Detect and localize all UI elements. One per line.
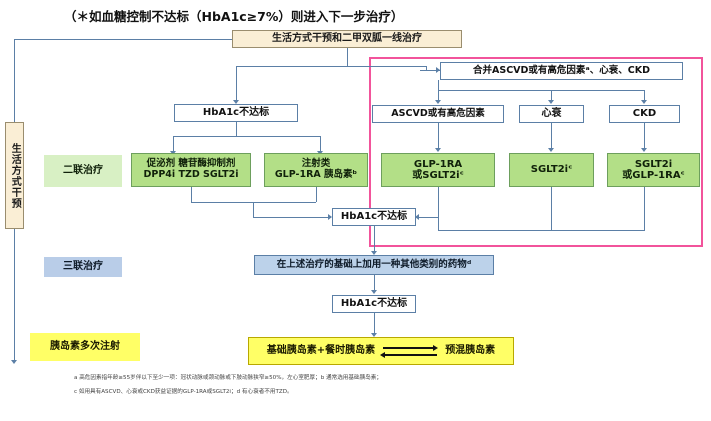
dual-inject-line-1: 注射类: [301, 158, 331, 170]
hba1c-not-at-target-mid[interactable]: HbA1c不达标: [332, 208, 416, 226]
arrow-branch-ascvd: [435, 100, 441, 104]
connector-split-horizontal: [236, 66, 426, 67]
insulin-basal-bolus-label: 基础胰岛素+餐时胰岛素: [266, 345, 376, 357]
dual-oral-line-2: DPP4i TZD SGLT2i: [143, 169, 239, 180]
dual-oral-drugs-box[interactable]: 促泌剂 糖苷酶抑制剂 DPP4i TZD SGLT2i: [131, 153, 251, 187]
connector-inject-down: [316, 187, 317, 202]
connector-hf-down: [551, 187, 552, 230]
insulin-premix-label: 预混胰岛素: [445, 345, 496, 357]
arrow-to-insulin: [371, 333, 377, 337]
drug-ckd-line-2: 或GLP-1RAᶜ: [622, 170, 685, 181]
connector-oral-down: [191, 187, 192, 202]
arrow-comorbid: [436, 67, 440, 73]
connector-hf-drug: [551, 123, 552, 150]
connector-ascvd-drug: [438, 123, 439, 150]
connector-dual-inject: [320, 136, 321, 153]
connector-dual-join-down: [253, 202, 254, 217]
arrow-left-spine-end: [11, 360, 17, 364]
bidirectional-arrow-icon: [375, 342, 445, 360]
connector-to-hba1c-left: [236, 66, 237, 102]
drug-ascvd-line-1: GLP-1RA: [413, 158, 463, 170]
footnote-line-1: a 高危因素指年龄≥55岁伴以下至少一项：冠状动脉或颈动脉或下肢动脉狭窄≥50%…: [74, 375, 382, 381]
lifestyle-intervention-sidebar[interactable]: 生活方式干预: [5, 122, 24, 229]
triple-therapy-label: 三联治疗: [44, 257, 122, 277]
branch-ascvd-box[interactable]: ASCVD或有高危因素: [372, 105, 504, 123]
drug-ascvd-box[interactable]: GLP-1RA 或SGLT2iᶜ: [381, 153, 495, 187]
dual-oral-line-1: 促泌剂 糖苷酶抑制剂: [146, 158, 236, 170]
connector-ckd-drug: [644, 123, 645, 150]
connector-hba1c-bottom-down: [374, 313, 375, 335]
connector-left-spine-bottom: [14, 229, 15, 362]
drug-ckd-line-1: SGLT2i: [634, 158, 673, 170]
arrow-branch-hf: [548, 100, 554, 104]
arrow-ascvd-drug: [435, 148, 441, 152]
arrow-to-triple: [371, 251, 377, 255]
first-line-therapy-box[interactable]: 生活方式干预和二甲双胍一线治疗: [232, 30, 462, 48]
connector-firstline-down: [347, 48, 348, 66]
drug-ckd-box[interactable]: SGLT2i 或GLP-1RAᶜ: [607, 153, 700, 187]
arrow-drugs-to-hba1c: [415, 214, 419, 220]
connector-drugs-up: [438, 217, 439, 230]
drug-ascvd-line-2: 或SGLT2iᶜ: [412, 170, 464, 181]
connector-ckd-down: [644, 187, 645, 230]
drug-heart-failure-box[interactable]: SGLT2iᶜ: [509, 153, 594, 187]
connector-branch-ckd: [644, 90, 645, 102]
arrow-hf-drug: [548, 148, 554, 152]
connector-dual-oral: [173, 136, 174, 153]
insulin-multiple-injection-label: 胰岛素多次注射: [30, 333, 140, 361]
comorbidity-box[interactable]: 合并ASCVD或有高危因素ᵃ、心衰、CKD: [440, 62, 683, 80]
connector-to-comorbid: [420, 70, 440, 71]
connector-hba1c-left-down: [236, 122, 237, 136]
comorbidity-highlight-frame: [369, 57, 703, 247]
connector-dual-to-hba1c: [253, 217, 331, 218]
dual-inject-line-2: GLP-1RA 胰岛素ᵇ: [274, 169, 358, 180]
connector-drugs-join: [438, 230, 645, 231]
connector-branch-hf: [551, 90, 552, 102]
connector-firstline-left: [14, 39, 232, 40]
triple-therapy-box[interactable]: 在上述治疗的基础上加用一种其他类别的药物ᵈ: [254, 255, 494, 275]
dual-therapy-label: 二联治疗: [44, 155, 122, 187]
connector-branch-split: [438, 90, 644, 91]
page-title: （＊如血糖控制不达标（HbA1c≥7%）则进入下一步治疗）: [64, 9, 404, 24]
connector-branch-ascvd: [438, 90, 439, 102]
connector-dual-split: [173, 136, 320, 137]
footnote-line-2: c 如用具有ASCVD、心衰或CKD获益证据的GLP-1RA或SGLT2i；d …: [74, 389, 293, 395]
connector-ascvd-down: [438, 187, 439, 230]
connector-triple-down: [374, 275, 375, 292]
hba1c-not-at-target-bottom[interactable]: HbA1c不达标: [332, 295, 416, 313]
branch-heart-failure-box[interactable]: 心衰: [519, 105, 584, 123]
connector-comorbid-drop: [426, 66, 427, 71]
arrow-hba1c-left: [233, 100, 239, 104]
arrow-ckd-drug: [641, 148, 647, 152]
connector-left-spine-top: [14, 39, 15, 122]
arrow-triple-down: [371, 290, 377, 294]
dual-injectable-drugs-box[interactable]: 注射类 GLP-1RA 胰岛素ᵇ: [264, 153, 368, 187]
arrow-dual-to-hba1c: [328, 214, 332, 220]
branch-ckd-box[interactable]: CKD: [609, 105, 680, 123]
connector-comorbid-down: [438, 80, 439, 90]
connector-hba1c-mid-down: [374, 226, 375, 253]
insulin-regimen-box[interactable]: 基础胰岛素+餐时胰岛素 预混胰岛素: [248, 337, 514, 365]
arrow-branch-ckd: [641, 100, 647, 104]
hba1c-not-at-target-left[interactable]: HbA1c不达标: [174, 104, 298, 122]
connector-drugs-to-hba1c: [419, 217, 438, 218]
